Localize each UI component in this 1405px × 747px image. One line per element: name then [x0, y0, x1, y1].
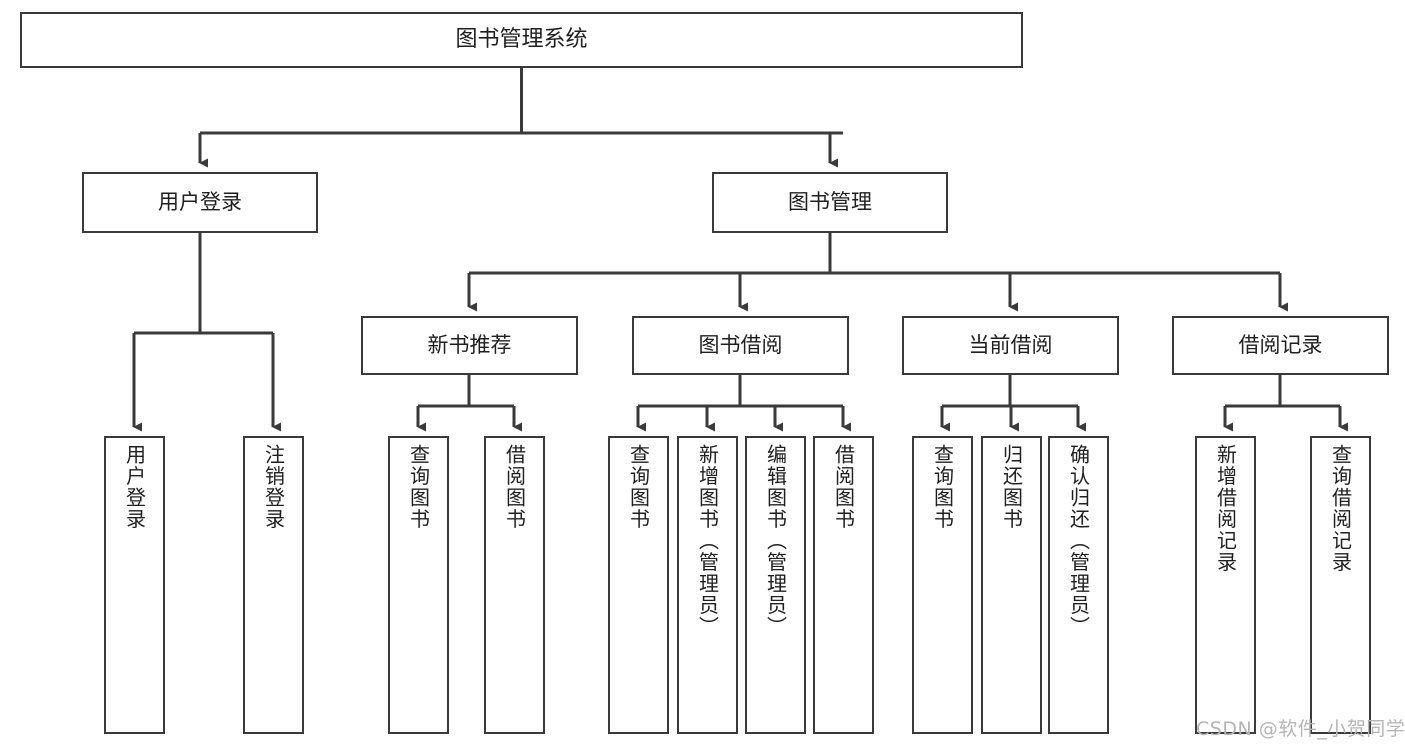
node-user-login-label: 用户登录: [158, 190, 242, 215]
node-new-book-rec[interactable]: 新书推荐: [361, 316, 578, 375]
node-leaf-edit-book-label: 编辑图书（管理员）: [763, 444, 788, 638]
node-leaf-query-book-cur[interactable]: 查询图书: [912, 436, 973, 734]
node-leaf-add-book-label: 新增图书（管理员）: [695, 444, 720, 638]
node-leaf-add-book[interactable]: 新增图书（管理员）: [677, 436, 738, 734]
node-leaf-confirm-return[interactable]: 确认归还（管理员）: [1048, 436, 1109, 734]
watermark: CSDN @软件_小贺同学: [1196, 718, 1405, 740]
node-root[interactable]: 图书管理系统: [20, 12, 1023, 68]
node-current-borrow[interactable]: 当前借阅: [902, 316, 1119, 375]
node-borrow-record-label: 借阅记录: [1238, 333, 1323, 358]
node-new-book-rec-label: 新书推荐: [427, 333, 512, 358]
node-leaf-add-record-label: 新增借阅记录: [1213, 444, 1238, 573]
node-leaf-add-record[interactable]: 新增借阅记录: [1195, 436, 1256, 734]
node-leaf-return-book[interactable]: 归还图书: [981, 436, 1042, 734]
node-leaf-borrow-book-rec[interactable]: 借阅图书: [484, 436, 545, 734]
node-leaf-return-book-label: 归还图书: [999, 444, 1024, 530]
node-leaf-user-logout-label: 注销登录: [261, 444, 286, 530]
node-root-label: 图书管理系统: [455, 27, 588, 53]
node-book-borrow[interactable]: 图书借阅: [632, 316, 849, 375]
node-leaf-borrow-book-rec-label: 借阅图书: [502, 444, 527, 530]
node-book-manage-label: 图书管理: [788, 190, 872, 215]
node-leaf-query-book-cur-label: 查询图书: [930, 444, 955, 530]
node-leaf-query-record[interactable]: 查询借阅记录: [1310, 436, 1371, 734]
node-leaf-query-book-rec[interactable]: 查询图书: [388, 436, 449, 734]
node-leaf-query-book-label: 查询图书: [626, 444, 651, 530]
node-leaf-query-book[interactable]: 查询图书: [608, 436, 669, 734]
node-leaf-user-login-label: 用户登录: [122, 444, 147, 530]
node-book-manage[interactable]: 图书管理: [712, 172, 948, 233]
node-leaf-user-login[interactable]: 用户登录: [104, 436, 165, 734]
node-leaf-query-book-rec-label: 查询图书: [406, 444, 431, 530]
node-leaf-edit-book[interactable]: 编辑图书（管理员）: [745, 436, 806, 734]
node-borrow-record[interactable]: 借阅记录: [1172, 316, 1389, 375]
node-book-borrow-label: 图书借阅: [698, 333, 783, 358]
node-leaf-user-logout[interactable]: 注销登录: [243, 436, 304, 734]
node-leaf-query-record-label: 查询借阅记录: [1328, 444, 1353, 573]
node-leaf-borrow-book[interactable]: 借阅图书: [813, 436, 874, 734]
node-leaf-confirm-return-label: 确认归还（管理员）: [1066, 444, 1091, 638]
node-current-borrow-label: 当前借阅: [968, 333, 1053, 358]
node-user-login[interactable]: 用户登录: [82, 172, 318, 233]
node-leaf-borrow-book-label: 借阅图书: [831, 444, 856, 530]
